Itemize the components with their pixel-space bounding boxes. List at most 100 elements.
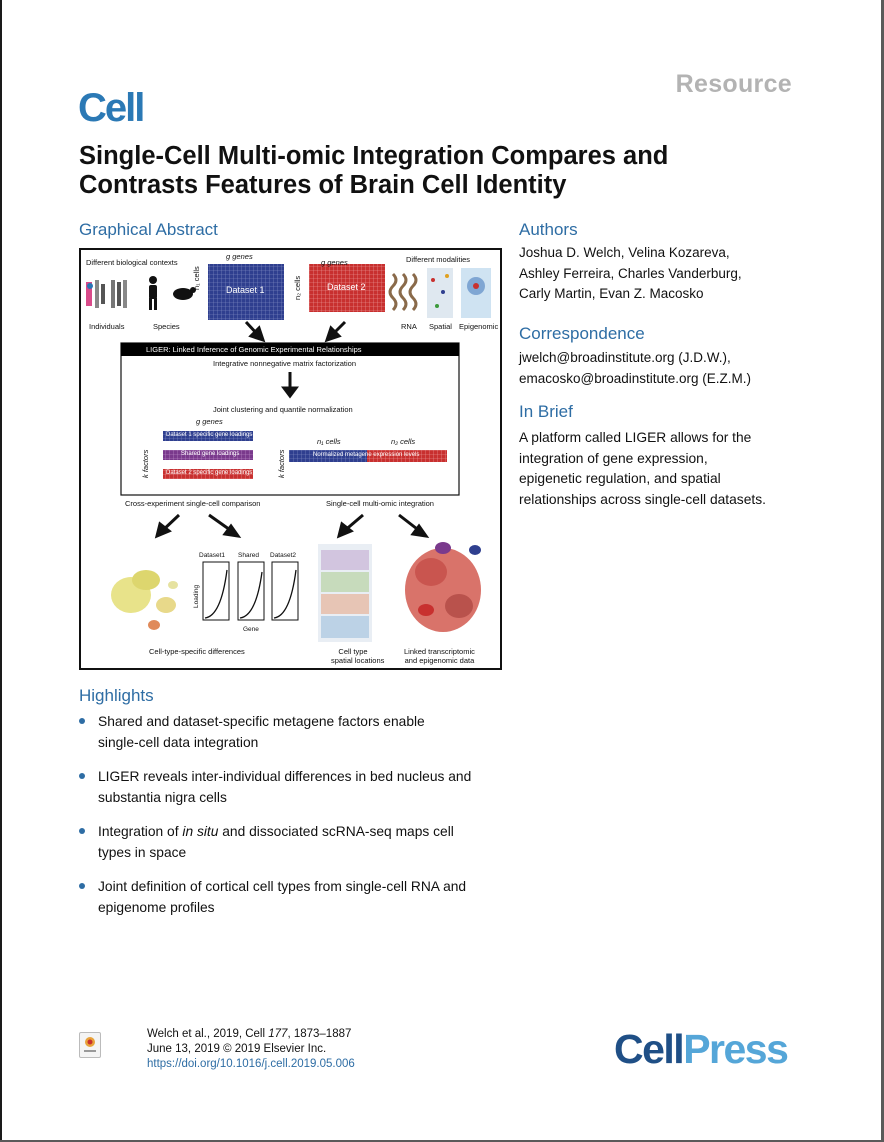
bio-contexts-label: Different biological contexts (86, 258, 178, 267)
in-brief-line-1: A platform called LIGER allows for the (519, 430, 752, 445)
citation-footer: Welch et al., 2019, Cell 177, 1873–1887 … (147, 1027, 355, 1072)
page-border-bottom (0, 1140, 884, 1142)
cellpress-logo-press: Press (683, 1026, 789, 1072)
individuals-icon (86, 280, 127, 308)
expr-ds2-bar (367, 450, 447, 462)
authors-line-3: Carly Martin, Evan Z. Macosko (519, 286, 704, 301)
correspondence-emails: jwelch@broadinstitute.org (J.D.W.), emac… (519, 348, 751, 389)
liger-panel (120, 342, 460, 496)
loading-plots (202, 561, 299, 621)
modalities-label: Different modalities (406, 255, 471, 264)
dataset1-matrix (208, 264, 284, 320)
highlight-item: Joint definition of cortical cell types … (79, 876, 519, 918)
bullet-icon (79, 773, 85, 779)
in-brief-line-3: epigenetic regulation, and spatial (519, 471, 721, 486)
copyright-line: June 13, 2019 © 2019 Elsevier Inc. (147, 1043, 327, 1055)
ds1-loadings-bar (163, 431, 253, 441)
linked-data-line-2: and epigenomic data (404, 656, 475, 665)
highlight-3-line-1: Integration of in situ and dissociated s… (98, 821, 519, 842)
individuals-label: Individuals (89, 322, 125, 331)
highlight-item: Shared and dataset-specific metagene fac… (79, 711, 519, 753)
highlight-3-line-2: types in space (98, 845, 187, 860)
ds1-loadings-label: Dataset 1 specific gene loadings (166, 432, 253, 438)
title-line-1: Single-Cell Multi-omic Integration Compa… (79, 142, 669, 170)
bullet-icon (79, 883, 85, 889)
celltype-spatial-line-2: spatial locations (331, 656, 385, 665)
species-icon (149, 276, 196, 310)
expr-ds1-bar (289, 450, 367, 462)
celltype-spatial-line-1: Cell type (338, 647, 368, 656)
highlight-2-line-1: LIGER reveals inter-individual differenc… (98, 769, 472, 784)
liger-banner (121, 343, 459, 356)
graphical-abstract-heading: Graphical Abstract (79, 220, 218, 239)
journal-logo: Cell (78, 86, 145, 130)
authors-heading: Authors (519, 220, 578, 239)
joint-clustering-label: Joint clustering and quantile normalizat… (213, 405, 353, 414)
page-border-left (0, 0, 2, 1142)
highlight-4-line-2: epigenome profiles (98, 900, 215, 915)
top-arrows (244, 320, 347, 343)
authors-line-1: Joshua D. Welch, Velina Kozareva, (519, 245, 730, 260)
dataset2-label: Dataset 2 (327, 282, 366, 292)
celltype-spatial-label: Cell type spatial locations (331, 647, 385, 665)
multi-omic-label: Single-cell multi-omic integration (326, 499, 434, 508)
highlight-2-line-2: substantia nigra cells (98, 790, 227, 805)
article-type: Resource (675, 70, 792, 98)
spatial-scatter (318, 544, 372, 642)
loadings-g-genes-label: g genes (196, 417, 223, 426)
expr-n2-label: n₂ cells (391, 437, 416, 446)
bullet-icon (79, 828, 85, 834)
doi-link[interactable]: https://doi.org/10.1016/j.cell.2019.05.0… (147, 1058, 355, 1070)
expr-label: Normalized metagene expression levels (313, 452, 420, 458)
epigenomic-label: Epigenomic (459, 322, 499, 331)
rna-icon (388, 272, 418, 312)
plot-shared-label: Shared (238, 552, 259, 559)
graphical-abstract-figure (86, 264, 491, 642)
article-title: Single-Cell Multi-omic Integration Compa… (79, 142, 799, 200)
highlight-item: Integration of in situ and dissociated s… (79, 821, 519, 863)
ds2-loadings-label: Dataset 2 specific gene loadings (166, 470, 253, 476)
graphical-abstract: Different biological contexts Individual… (79, 248, 502, 670)
plot-dataset2-label: Dataset2 (270, 552, 297, 559)
page-border-right (881, 0, 884, 1142)
dataset2-matrix (309, 264, 385, 312)
center-arrow (281, 372, 299, 399)
tsne-plot-red (405, 542, 481, 632)
highlight-3-emphasis: in situ (182, 824, 219, 839)
spatial-label: Spatial (429, 322, 452, 331)
correspondence-heading: Correspondence (519, 324, 645, 343)
cellpress-logo: CellPress (614, 1026, 789, 1073)
shared-loadings-label: Shared gene loadings (181, 451, 240, 457)
highlight-3-pre: Integration of (98, 824, 183, 839)
tsne-plot-yellow (111, 570, 178, 630)
bullet-icon (79, 718, 85, 724)
inmf-label: Integrative nonnegative matrix factoriza… (213, 359, 356, 368)
authors-list: Joshua D. Welch, Velina Kozareva, Ashley… (519, 243, 809, 305)
in-brief-line-2: integration of gene expression, (519, 450, 708, 466)
citation-pages: , 1873–1887 (287, 1028, 352, 1040)
in-brief-text: A platform called LIGER allows for the i… (519, 428, 814, 510)
highlight-1-line-2: single-cell data integration (98, 735, 259, 750)
dataset1-label: Dataset 1 (226, 285, 265, 295)
check-for-updates-icon[interactable] (79, 1032, 101, 1058)
authors-line-2: Ashley Ferreira, Charles Vanderburg, (519, 265, 742, 281)
rna-label: RNA (401, 322, 417, 331)
correspondence-email-1[interactable]: jwelch@broadinstitute.org (J.D.W.), (519, 350, 731, 365)
citation-line: Welch et al., 2019, Cell 177, 1873–1887 (147, 1027, 355, 1042)
correspondence-email-2[interactable]: emacosko@broadinstitute.org (E.Z.M.) (519, 370, 752, 386)
title-line-2: Contrasts Features of Brain Cell Identit… (79, 171, 567, 199)
highlight-4-line-1: Joint definition of cortical cell types … (98, 879, 467, 894)
gene-axis-label: Gene (243, 626, 259, 633)
linked-data-label: Linked transcriptomic and epigenomic dat… (404, 647, 475, 665)
celltype-differences-label: Cell-type-specific differences (149, 647, 245, 656)
citation-pre: Welch et al., 2019, Cell (147, 1028, 269, 1040)
highlights-heading: Highlights (79, 686, 154, 705)
loading-axis-label: Loading (193, 584, 200, 608)
citation-volume: 177 (268, 1028, 288, 1040)
k-factors-label-1: k factors (141, 449, 150, 478)
spatial-icon (427, 268, 453, 318)
ds2-loadings-bar (163, 469, 253, 479)
n2-cells-label: n₂ cells (293, 275, 302, 300)
cellpress-logo-cell: Cell (614, 1026, 685, 1072)
cross-experiment-label: Cross-experiment single-cell comparison (125, 499, 261, 508)
